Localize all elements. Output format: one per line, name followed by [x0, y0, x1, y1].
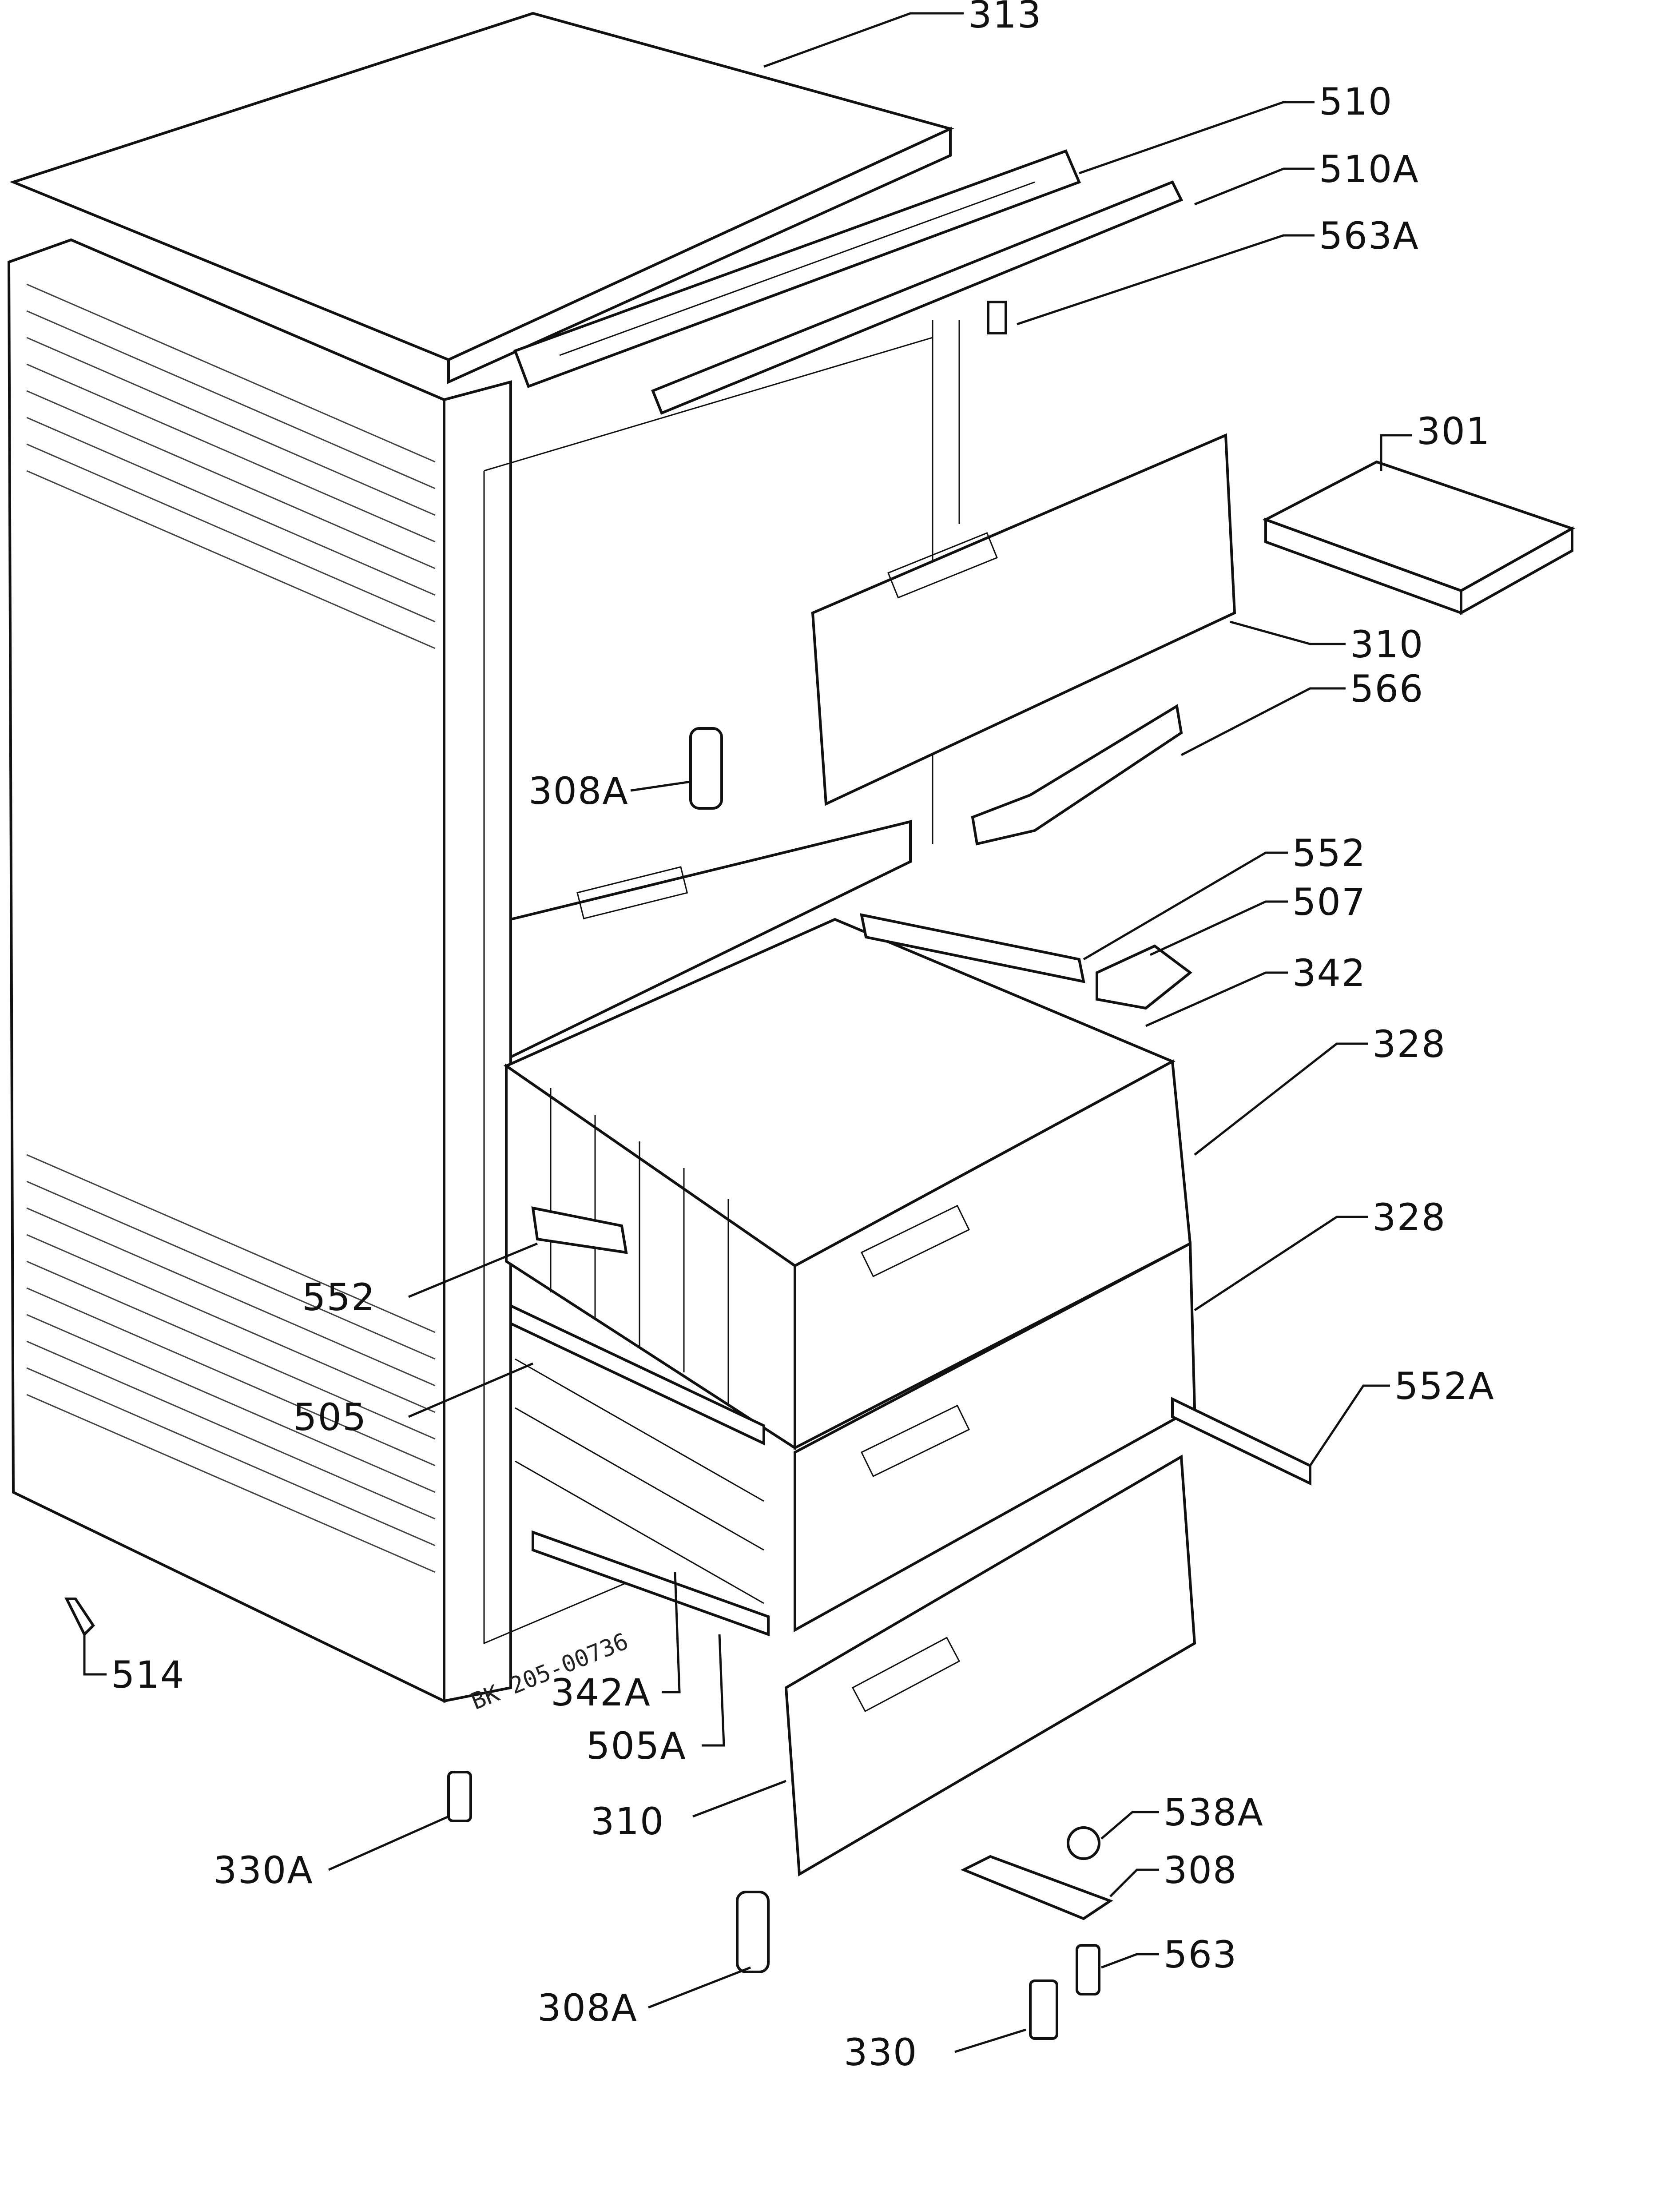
label-552-upper: 552 [1292, 831, 1366, 875]
label-330A: 330A [213, 1848, 314, 1892]
rail-552-left [531, 1206, 628, 1254]
rail-552A [1171, 1397, 1311, 1486]
side-hatching [26, 283, 436, 1573]
label-566: 566 [1350, 667, 1424, 711]
label-308A-upper: 308A [528, 769, 629, 813]
label-330: 330 [844, 2031, 917, 2074]
label-510A: 510A [1319, 147, 1419, 191]
leader-lines [83, 12, 1412, 2053]
cabinet-body [7, 238, 960, 1703]
hinge-308A-lower [736, 1891, 770, 1973]
label-308A-lower: 308A [537, 1986, 638, 2030]
stud-563 [1076, 1944, 1100, 1995]
screw-330 [1029, 1979, 1058, 2040]
basket-328-lower [515, 1241, 1196, 1633]
rail-505 [509, 1304, 765, 1446]
basket-328-upper [503, 918, 1192, 1451]
label-505: 505 [293, 1395, 367, 1439]
stud-563A [987, 301, 1007, 334]
cap-538A [1067, 1826, 1100, 1860]
label-507: 507 [1292, 880, 1366, 924]
label-301: 301 [1417, 409, 1490, 453]
hinge-308A-upper [689, 727, 723, 810]
label-514: 514 [111, 1653, 185, 1697]
label-505A: 505A [586, 1724, 687, 1768]
label-313: 313 [968, 0, 1042, 36]
clip-514 [64, 1598, 95, 1637]
label-563A: 563A [1319, 214, 1419, 258]
label-310-upper: 310 [1350, 623, 1424, 666]
label-310-lower: 310 [591, 1800, 664, 1843]
rail-505A [532, 1530, 770, 1637]
label-552-left: 552 [302, 1276, 376, 1319]
ice-tray-301 [1262, 460, 1576, 616]
label-342A: 342A [551, 1671, 651, 1714]
label-538A: 538A [1164, 1791, 1264, 1834]
label-552A: 552A [1394, 1364, 1495, 1408]
trim-strip-510 [513, 149, 1081, 388]
label-308: 308 [1164, 1848, 1237, 1892]
flap-310-lower [784, 1454, 1196, 1877]
trim-piece-510A [651, 180, 1184, 415]
flap-310-upper [811, 433, 1236, 806]
handle-566 [971, 704, 1183, 846]
part-labels: 313 510 510A 563A 301 310 566 308A 552 5… [111, 0, 1495, 2074]
rail-552-upper-right [860, 913, 1085, 983]
screw-330A [447, 1771, 472, 1822]
hinge-plate-308 [960, 1855, 1113, 1920]
top-cover-313 [9, 12, 954, 384]
fixed-flap-upper-left [509, 820, 912, 1059]
label-342: 342 [1292, 951, 1366, 995]
label-328-upper: 328 [1372, 1022, 1446, 1066]
label-510: 510 [1319, 80, 1393, 123]
bracket-507 [1096, 944, 1192, 1010]
label-328-lower: 328 [1372, 1196, 1446, 1239]
label-563: 563 [1164, 1933, 1237, 1976]
